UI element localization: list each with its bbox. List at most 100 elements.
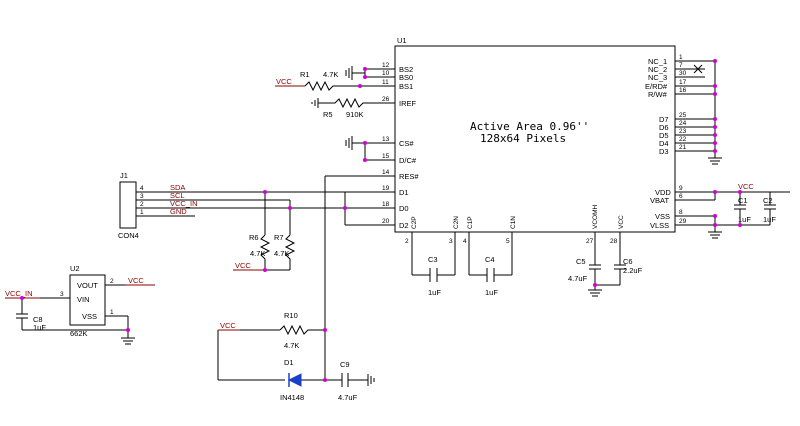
- j1-net-sda: SDA: [170, 183, 185, 192]
- u1-pin23-num: 23: [679, 128, 687, 135]
- j1-pin3-num: 3: [140, 193, 144, 200]
- j1-net-vccin: VCC_IN: [170, 199, 198, 208]
- r1-value: 4.7K: [323, 70, 338, 79]
- u1-pin-c1n: C1N: [510, 216, 517, 229]
- u1-ref: U1: [397, 36, 407, 45]
- c8-value: 1uF: [33, 323, 46, 332]
- c1-ref: C1: [738, 196, 748, 205]
- c5-value: 4.7uF: [568, 274, 588, 283]
- u2-pin2-num: 2: [110, 278, 114, 285]
- u1-pin30-num: 30: [679, 70, 687, 77]
- u1-pin-bs2: BS2: [399, 65, 413, 74]
- c6-value: 2.2uF: [623, 266, 643, 275]
- u1-pin24-num: 24: [679, 120, 687, 127]
- active-area-line2: 128x64 Pixels: [480, 132, 566, 145]
- c3-ref: C3: [428, 255, 438, 264]
- r1-resistor: [304, 80, 360, 92]
- gnd-cs-symbol: [345, 136, 366, 160]
- r5-ref: R5: [323, 110, 333, 119]
- u1-pin-vbat: VBAT: [650, 196, 669, 205]
- c9-value: 4.7uF: [338, 393, 358, 402]
- u1-pin26-num: 26: [382, 96, 390, 103]
- u1-pin6-num: 6: [679, 193, 683, 200]
- u1-pin-d6: D6: [659, 123, 669, 132]
- r7-value: 4.7K: [274, 249, 289, 258]
- u1-pin22-num: 22: [679, 136, 687, 143]
- u1-pin12-num: 12: [382, 62, 390, 69]
- u1-pin7-num: 7: [679, 62, 683, 69]
- u2-vout-vcc-label: VCC: [128, 276, 144, 285]
- u1-pin-d4: D4: [659, 139, 669, 148]
- c5-ref: C5: [576, 257, 586, 266]
- r10-ref: R10: [284, 311, 298, 320]
- active-area-line1: Active Area 0.96'': [470, 120, 589, 133]
- r10-value: 4.7K: [284, 341, 299, 350]
- u1-pin-iref: IREF: [399, 99, 417, 108]
- u1-pin-rw: R/W#: [648, 90, 668, 99]
- u1-pin-d7: D7: [659, 115, 669, 124]
- u1-pin-d0: D0: [399, 204, 409, 213]
- u1-pin8-num: 8: [679, 209, 683, 216]
- u1-pin-nc1: NC_1: [648, 57, 667, 66]
- u1-pin-d2: D2: [399, 221, 409, 230]
- u1-pin-cs: CS#: [399, 139, 414, 148]
- r6-value: 4.7K: [250, 249, 265, 258]
- u1-pin27-num: 27: [586, 238, 594, 245]
- r6-ref: R6: [249, 233, 259, 242]
- u2-pin3-num: 3: [60, 291, 64, 298]
- u1-pin9-num: 9: [679, 185, 683, 192]
- u1-pin20-num: 20: [382, 218, 390, 225]
- u1-pin-bs1: BS1: [399, 82, 413, 91]
- u1-pin-vss: VSS: [655, 212, 670, 221]
- u1-pin17-num: 17: [679, 79, 687, 86]
- u2-part: 662K: [70, 329, 88, 338]
- u1-pin-c1p: C1P: [467, 216, 474, 229]
- d1-diode: [287, 373, 302, 387]
- u1-pin1-num: 1: [679, 54, 683, 61]
- u1-pin-erd: E/RD#: [645, 82, 668, 91]
- u1-pin-vcomh: VCOMH: [592, 205, 599, 230]
- c4-value: 1uF: [485, 288, 498, 297]
- c2-value: 1uF: [763, 215, 776, 224]
- u1-pin-vdd: VDD: [655, 188, 671, 197]
- u1-pin19-num: 19: [382, 185, 390, 192]
- r5-resistor: [318, 97, 365, 109]
- c9-ref: C9: [340, 360, 350, 369]
- c8-ref: C8: [33, 315, 43, 324]
- u1-pin11-num: 11: [382, 79, 389, 86]
- u2-body: [69, 274, 106, 326]
- c6-ref: C6: [623, 257, 633, 266]
- d1-part: IN4148: [280, 393, 304, 402]
- u1-pin15-num: 15: [382, 153, 390, 160]
- c2-ref: C2: [763, 196, 773, 205]
- u1-pin25-num: 25: [679, 112, 687, 119]
- r1-vcc-label: VCC: [276, 77, 292, 86]
- u1-pin29-num: 29: [679, 218, 687, 225]
- no-connect-mark: [693, 64, 703, 74]
- u1-pin18-num: 18: [382, 201, 390, 208]
- c1-value: 1uF: [738, 215, 751, 224]
- j1-body: [119, 181, 137, 229]
- j1-pin1-num: 1: [140, 209, 144, 216]
- j1-net-gnd: GND: [170, 207, 187, 216]
- u1-pin3-num: 3: [449, 238, 453, 245]
- u1-pin4-num: 4: [463, 238, 467, 245]
- u2-ref: U2: [70, 264, 80, 273]
- u1-pin-d1: D1: [399, 188, 409, 197]
- j1-pin4-num: 4: [140, 185, 144, 192]
- j1-net-scl: SCL: [170, 191, 185, 200]
- u1-pin14-num: 14: [382, 169, 390, 176]
- u1-pin-d5: D5: [659, 131, 669, 140]
- j1-ref: J1: [120, 171, 128, 180]
- u1-pin-vcc: VCC: [618, 215, 625, 229]
- gnd-bs-symbol: [345, 66, 366, 80]
- pullup-vcc-label: VCC: [235, 261, 251, 270]
- u2-vccin-label: VCC_IN: [5, 289, 33, 298]
- u1-pin-bs0: BS0: [399, 73, 413, 82]
- u2-pin1-num: 1: [110, 309, 114, 316]
- u1-pin16-num: 16: [679, 87, 687, 94]
- j1-pin2-num: 2: [140, 201, 144, 208]
- u1-pin-c2n: C2N: [453, 216, 460, 229]
- r10-resistor: [279, 324, 325, 336]
